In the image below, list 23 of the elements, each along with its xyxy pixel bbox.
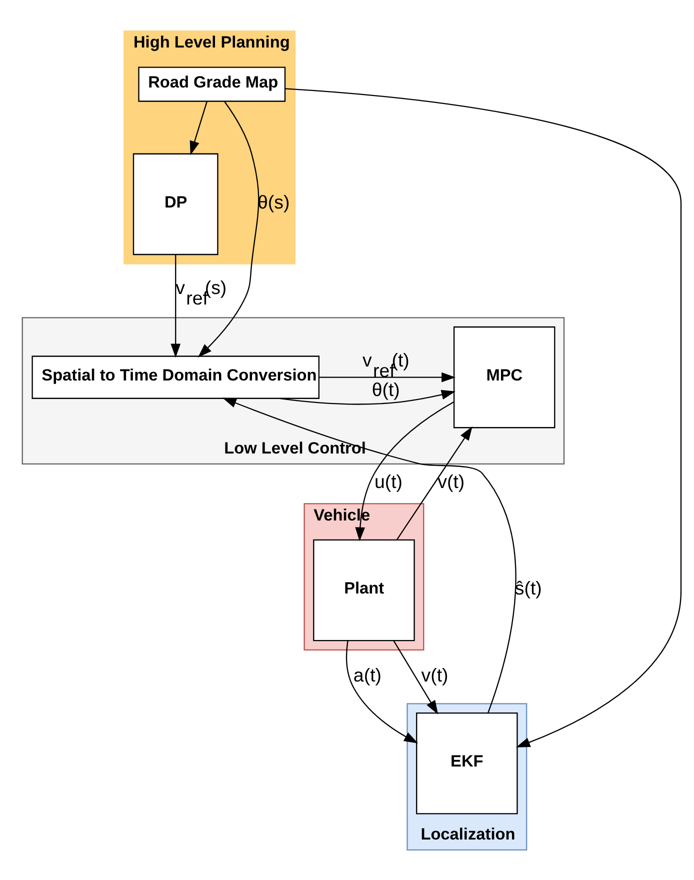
edge-label: v(t) — [421, 664, 448, 685]
edge-label: u(t) — [374, 470, 403, 492]
arrow — [319, 372, 456, 382]
edge-label: v(t) — [438, 470, 465, 492]
arrow — [285, 88, 682, 747]
arrow — [355, 400, 454, 541]
arrow — [190, 100, 208, 155]
arrow — [222, 397, 516, 712]
node-box: Plant — [313, 538, 415, 641]
edge-label: a(t) — [353, 664, 382, 685]
arrow — [279, 389, 456, 404]
arrow — [396, 426, 472, 540]
arrow — [170, 254, 181, 358]
arrow — [198, 100, 260, 357]
edge-label: θ(t) — [372, 378, 400, 400]
arrow — [393, 640, 438, 714]
node-box: Road Grade Map — [138, 66, 286, 102]
node-box: Spatial to Time Domain Conversion — [32, 355, 320, 398]
edge-label: θ(s) — [258, 191, 290, 212]
node-box: MPC — [453, 326, 556, 428]
arrow — [346, 640, 418, 743]
node-box: DP — [132, 152, 218, 255]
node-box: EKF — [416, 712, 518, 814]
